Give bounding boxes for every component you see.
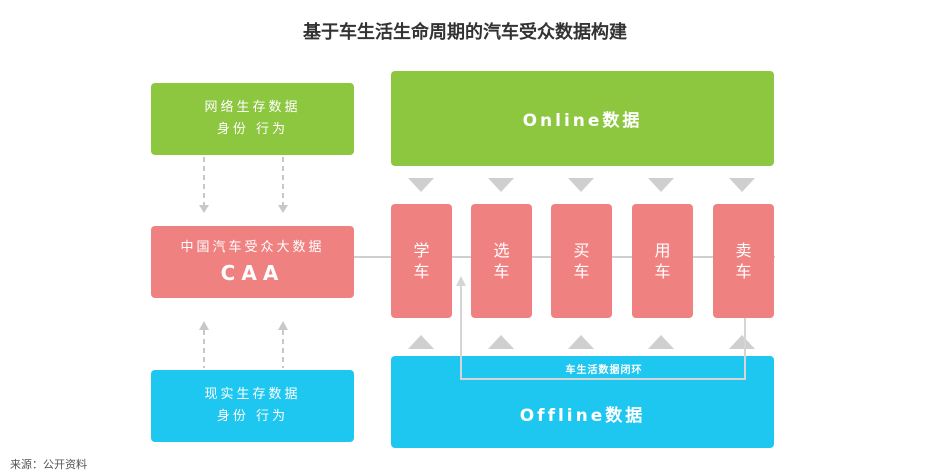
stage-char: 车 <box>413 262 430 281</box>
online-down-arrows <box>408 178 755 192</box>
stage-use-car: 用 车 <box>632 204 693 318</box>
down-arrow <box>729 178 755 192</box>
up-arrow <box>568 335 594 349</box>
down-arrow <box>568 178 594 192</box>
diagram-title: 基于车生活生命周期的汽车受众数据构建 <box>303 22 627 43</box>
offline-survival-data-label: 现实生存数据 <box>204 387 301 402</box>
down-arrow <box>488 178 514 192</box>
down-arrow <box>648 178 674 192</box>
online-survival-data-box: 网络生存数据 身份 行为 <box>151 83 354 155</box>
source-note: 来源：公开资料 <box>10 458 87 471</box>
stage-char: 买 <box>573 241 590 260</box>
caa-box-acronym: CAA <box>220 261 285 285</box>
offline-survival-data-box: 现实生存数据 身份 行为 <box>151 370 354 442</box>
stage-char: 车 <box>654 262 671 281</box>
down-arrow <box>408 178 434 192</box>
dashed-arrow-up-right <box>278 321 288 368</box>
up-arrow <box>729 335 755 349</box>
online-survival-data-sublabel: 身份 行为 <box>216 122 289 137</box>
caa-box-label: 中国汽车受众大数据 <box>180 240 325 255</box>
dashed-arrow-down-right <box>278 157 288 213</box>
dashed-arrow-up-left <box>199 321 209 368</box>
offline-survival-data-sublabel: 身份 行为 <box>216 409 289 424</box>
stage-learn-car: 学 车 <box>391 204 452 318</box>
stage-char: 车 <box>735 262 752 281</box>
data-loop-label: 车生活数据闭环 <box>565 365 643 376</box>
stage-char: 选 <box>493 241 510 260</box>
stage-sell-car: 卖 车 <box>713 204 774 318</box>
online-data-label: Online数据 <box>522 111 643 131</box>
stage-choose-car: 选 车 <box>471 204 532 318</box>
online-data-box: Online数据 <box>391 71 774 166</box>
data-loop-arrow <box>456 276 746 380</box>
stage-char: 用 <box>654 241 671 260</box>
up-arrow <box>408 335 434 349</box>
dashed-arrow-down-left <box>199 157 209 213</box>
up-arrow <box>648 335 674 349</box>
up-arrow <box>488 335 514 349</box>
offline-data-box: Offline数据 <box>391 356 774 448</box>
offline-up-arrows <box>408 335 755 349</box>
stage-char: 车 <box>573 262 590 281</box>
stage-char: 卖 <box>735 241 752 260</box>
caa-box: 中国汽车受众大数据 CAA <box>151 226 354 298</box>
stage-buy-car: 买 车 <box>551 204 612 318</box>
stage-char: 车 <box>493 262 510 281</box>
offline-data-label: Offline数据 <box>519 405 646 426</box>
online-survival-data-label: 网络生存数据 <box>204 100 301 115</box>
stage-char: 学 <box>413 241 430 260</box>
